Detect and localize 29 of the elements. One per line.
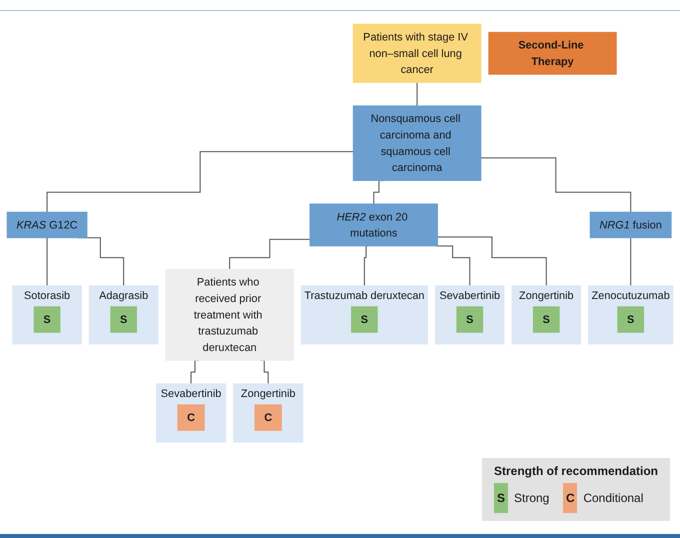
node-box: HER2 exon 20 mutations [310, 203, 438, 246]
connector [229, 238, 310, 270]
legend-label: Conditional [583, 491, 644, 505]
node-box: S [351, 306, 378, 333]
node-box: Patients with stage IV non–small cell lung cancer [352, 24, 482, 83]
connector [46, 151, 354, 212]
node-box: S [617, 306, 644, 333]
connector [435, 245, 470, 286]
connector [416, 82, 418, 106]
node-box: Second-Line Therapy [488, 32, 617, 75]
connector [630, 237, 632, 286]
node-box: C [177, 404, 205, 431]
node-box: NRG1 fusion [590, 212, 672, 238]
node-box: C [254, 404, 282, 431]
legend-title: Strength of recommendation [494, 464, 658, 478]
legend-swatch: C [563, 483, 578, 513]
connector [438, 236, 547, 286]
node-box: S [34, 306, 60, 333]
connector [364, 245, 368, 286]
connector [480, 157, 632, 212]
node-box: S [532, 306, 560, 333]
node-box: KRAS G12C [6, 212, 88, 238]
legend-label: Strong [514, 491, 550, 505]
node-box: Nonsquamous cell carcinoma and squamous cell carcinoma [352, 105, 482, 181]
connector [46, 237, 48, 286]
node-box: Patients who received prior treatment with trastuzumab deruxtecan [165, 268, 294, 361]
legend-swatch: S [494, 483, 508, 513]
node-box: S [456, 306, 484, 333]
node-box: S [110, 306, 137, 333]
